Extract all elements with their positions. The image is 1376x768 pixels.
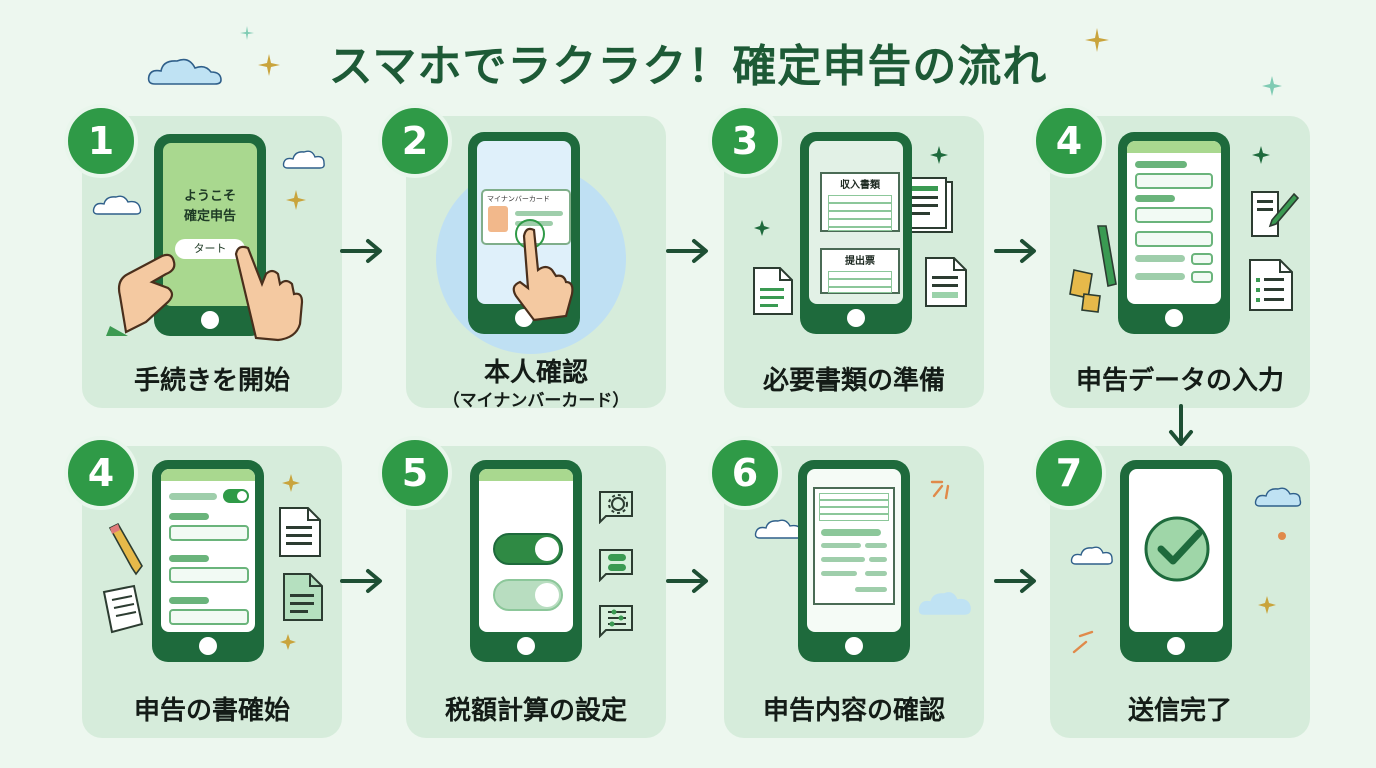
submission-document: 提出票 xyxy=(820,248,900,294)
step-label: 申告の書確始 xyxy=(133,696,290,726)
cloud-icon xyxy=(92,195,142,215)
pencil-icon xyxy=(1069,225,1117,313)
cloud-icon xyxy=(918,592,971,615)
sparkle-icon xyxy=(258,54,280,76)
phone xyxy=(1120,460,1232,662)
sparkle-icon xyxy=(240,26,254,40)
step-label: 送信完了 xyxy=(1127,696,1232,726)
home-button xyxy=(201,311,219,329)
start-button[interactable]: タート xyxy=(175,239,245,259)
step-card-2: マイナンバーカード 本人確認 （マイナンバーカード） xyxy=(406,116,666,411)
step-badge: 6 xyxy=(708,436,782,510)
home-button xyxy=(517,637,535,655)
arrow-right-icon xyxy=(666,239,708,263)
toggle-icon[interactable] xyxy=(223,489,249,503)
phone xyxy=(470,460,582,662)
sparkle-icon xyxy=(280,634,296,650)
step-badge: 4 xyxy=(64,436,138,510)
home-button xyxy=(845,637,863,655)
document-icon xyxy=(102,584,144,634)
sparkle-icon xyxy=(1278,532,1286,540)
sparkle-icon xyxy=(282,474,300,492)
document-icon xyxy=(283,573,323,621)
cloud-icon xyxy=(147,58,222,85)
document-icon xyxy=(279,507,321,557)
step-label: 申告内容の確認 xyxy=(762,696,945,726)
phone xyxy=(798,460,910,662)
step-label: 手続きを開始 xyxy=(133,366,290,396)
step-label: 税額計算の設定 xyxy=(444,696,627,726)
cloud-icon xyxy=(1254,487,1302,507)
cloud-icon xyxy=(1070,546,1113,565)
arrow-right-icon xyxy=(994,569,1036,593)
step-badge: 2 xyxy=(378,104,452,178)
id-photo xyxy=(488,206,508,232)
sparkle-icon xyxy=(286,190,306,210)
pencil-icon xyxy=(108,522,143,576)
hand-icon xyxy=(234,245,304,342)
home-button xyxy=(847,309,865,327)
gear-icon xyxy=(599,491,633,524)
sparkle-icon xyxy=(1085,28,1109,52)
arrow-right-icon xyxy=(994,239,1036,263)
sparkle-icon xyxy=(1072,630,1094,654)
document-icon xyxy=(925,257,967,307)
welcome-text: ようこそ xyxy=(183,189,236,204)
cloud-icon xyxy=(282,150,325,169)
step-label: 必要書類の準備 xyxy=(762,366,945,396)
step-card-1: ようこそ 確定申告 タート 手続きを開始 xyxy=(82,116,342,408)
sparkle-icon xyxy=(1258,596,1276,614)
pencil-icon xyxy=(1251,191,1300,237)
phone xyxy=(1118,132,1230,334)
step-card-8: 送信完了 xyxy=(1050,446,1310,738)
step-label: 申告データの入力 xyxy=(1075,366,1284,396)
phone xyxy=(800,132,912,334)
checkmark-icon xyxy=(1144,516,1210,582)
step-card-7: 申告内容の確認 xyxy=(724,446,984,738)
sparkle-icon xyxy=(930,480,950,500)
toggle-icon xyxy=(599,549,633,582)
step-label: 本人確認 xyxy=(483,358,588,388)
step-badge: 4 xyxy=(1032,104,1106,178)
step-badge: 3 xyxy=(708,104,782,178)
hand-icon xyxy=(106,253,176,336)
cloud-icon xyxy=(754,519,804,539)
sliders-icon xyxy=(599,605,633,638)
home-button xyxy=(1165,309,1183,327)
sparkle-icon xyxy=(930,146,948,164)
step-badge: 1 xyxy=(64,104,138,178)
step-badge: 7 xyxy=(1032,436,1106,510)
income-document: 収入書類 xyxy=(820,172,900,232)
document-icon xyxy=(1249,259,1293,311)
arrow-right-icon xyxy=(666,569,708,593)
document-icon xyxy=(753,267,793,315)
sparkle-icon xyxy=(1262,76,1282,96)
step-badge: 5 xyxy=(378,436,452,510)
arrow-right-icon xyxy=(340,569,382,593)
step-card-6: 税額計算の設定 xyxy=(406,446,666,738)
sparkle-icon xyxy=(1252,146,1270,164)
phone xyxy=(152,460,264,662)
toggle-icon[interactable] xyxy=(493,579,563,611)
arrow-right-icon xyxy=(340,239,382,263)
home-button xyxy=(199,637,217,655)
home-button xyxy=(1167,637,1185,655)
toggle-icon[interactable] xyxy=(493,533,563,565)
page-title: スマホでラクラク！確定申告の流れ xyxy=(328,41,1048,92)
hand-icon xyxy=(512,219,574,322)
tax-return-text: 確定申告 xyxy=(183,209,236,224)
sparkle-icon xyxy=(754,220,770,236)
step-sublabel: （マイナンバーカード） xyxy=(442,391,630,411)
arrow-down-icon xyxy=(1169,404,1193,446)
